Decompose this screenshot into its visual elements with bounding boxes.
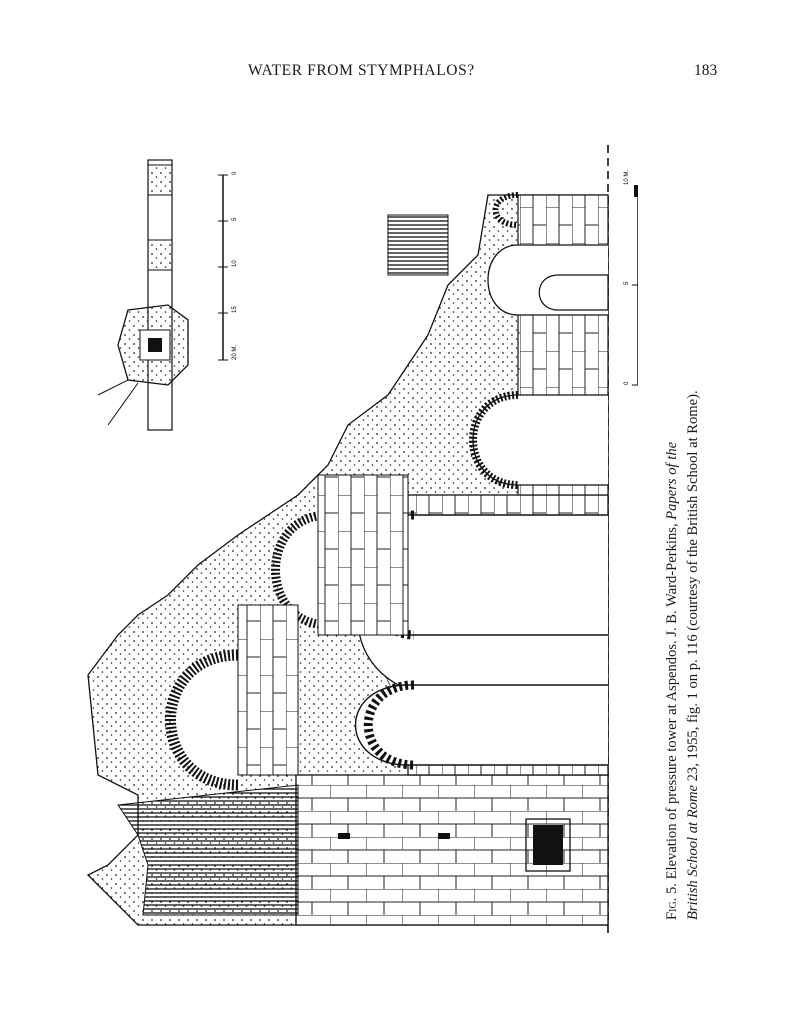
caption-line-2: British School at Rome 23, 1955, fig. 1 … [683, 200, 704, 920]
elevation-drawing: 0 5 10 15 20 M. 0 5 10 M. [86, 145, 638, 935]
main-scale-tick-label: 0 [624, 381, 630, 385]
caption-text-2: 23, 1955, fig. 1 on p. 116 (courtesy of … [685, 390, 701, 786]
inset-scale-tick-label: 10 [232, 260, 238, 267]
figure-label: Fig. 5. [664, 883, 680, 920]
figure-caption: Fig. 5. Elevation of pressure tower at A… [638, 150, 728, 970]
caption-text-1: Elevation of pressure tower at Aspendos.… [664, 519, 680, 884]
inset-plan [97, 159, 189, 431]
main-scale-tick-label: 5 [624, 281, 630, 285]
inset-scale-tick-label: 20 M. [232, 345, 238, 360]
inset-scale-tick-label: 0 [232, 171, 238, 175]
running-head: WATER FROM STYMPHALOS? [248, 62, 475, 79]
page-number: 183 [694, 62, 718, 79]
main-scale-bar [632, 185, 638, 386]
inset-scale-tick-label: 15 [232, 306, 238, 313]
caption-italic-2: British School at Rome [685, 785, 701, 920]
figure-aspendos-tower: 0 5 10 15 20 M. 0 5 10 M. [78, 135, 638, 945]
inset-scale-bar [218, 174, 228, 361]
caption-italic-1: Papers of the [664, 441, 680, 520]
main-scale-tick-label: 10 M. [624, 170, 630, 185]
caption-line-1: Fig. 5. Elevation of pressure tower at A… [662, 200, 683, 920]
inset-scale-tick-label: 5 [232, 217, 238, 221]
